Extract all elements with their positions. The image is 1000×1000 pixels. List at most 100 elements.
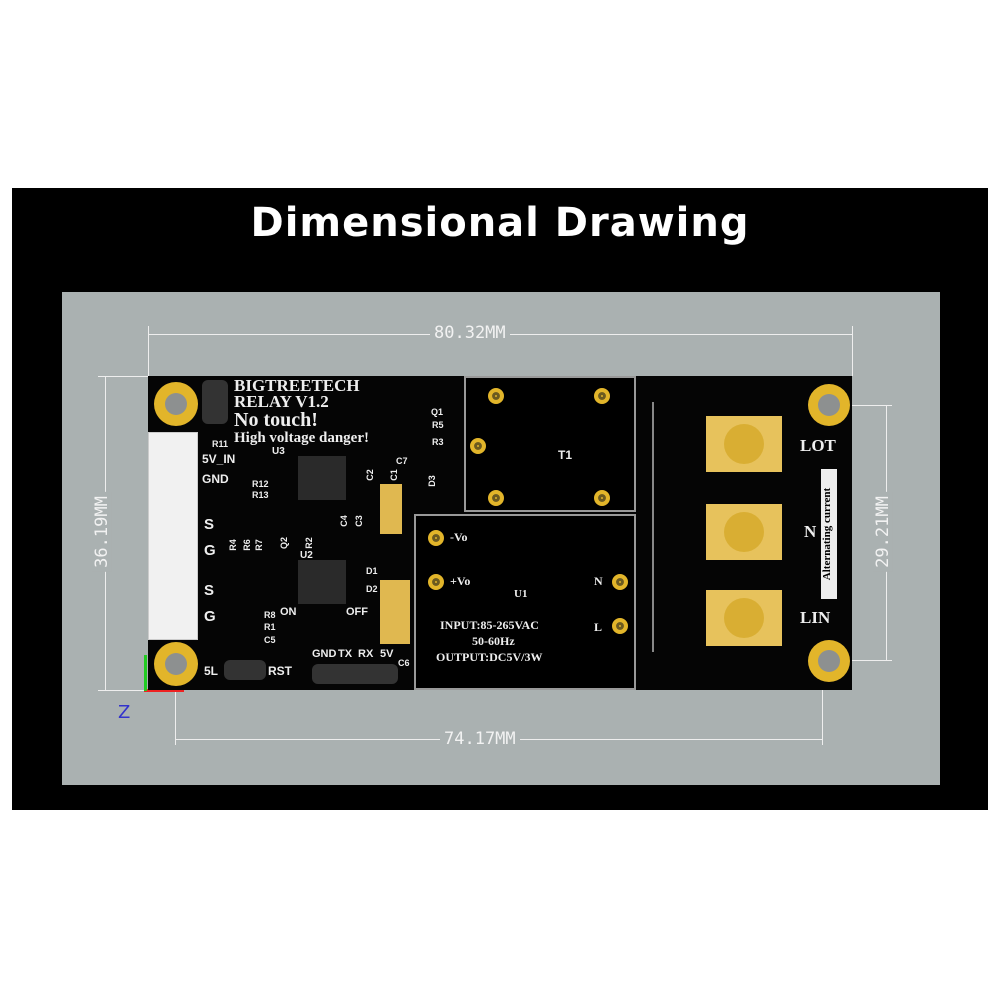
ref-label-c7: C7 (396, 456, 408, 466)
ref-label-q1: Q1 (431, 407, 444, 417)
ref-label: T1 (558, 448, 573, 462)
pin (488, 388, 504, 404)
width-dim-label: 80.32MM (430, 323, 510, 343)
ref-label-d2: D2 (366, 584, 378, 594)
ref-label-r13: R13 (252, 490, 269, 500)
mounting-slot (808, 384, 850, 426)
psu-output-text: OUTPUT:DC5V/3W (436, 650, 543, 664)
pin-label: 5V (380, 648, 394, 660)
dim-ext (98, 376, 148, 377)
diode-d3 (380, 484, 402, 534)
psu-module-u1: -Vo +Vo U1 N L INPUT:85-265VAC 50-60Hz O… (414, 514, 636, 690)
pin (612, 618, 628, 634)
jst-connector (148, 432, 198, 640)
danger-text: High voltage danger! (234, 430, 369, 446)
dim-ext (822, 690, 823, 745)
z-axis-label: Z (118, 702, 131, 723)
ref-label-r11: R11 (212, 439, 229, 449)
ref-label-r6: R6 (241, 539, 252, 551)
ref-label-c6: C6 (398, 658, 410, 668)
ref-label-r1: R1 (264, 622, 276, 632)
ref-label-r5: R5 (432, 420, 444, 430)
terminal-n (706, 504, 782, 560)
dim-ext (148, 326, 149, 376)
dim-ext (175, 690, 176, 745)
pin (428, 574, 444, 590)
transformer-t1: T1 (464, 376, 636, 512)
pin (470, 438, 486, 454)
page-title: Dimensional Drawing (250, 200, 750, 246)
pin (594, 388, 610, 404)
terminal-label: LOT (800, 436, 836, 455)
jumper-header (202, 380, 228, 424)
ref-label-r12: R12 (252, 479, 269, 489)
dim-ext (98, 690, 148, 691)
ic-u3 (298, 456, 346, 500)
pin-label: +Vo (450, 574, 471, 588)
pcb-board: BIGTREETECH RELAY V1.2 No touch! High vo… (148, 376, 852, 690)
ref-label-c1: C1 (388, 469, 399, 481)
ref-label-r2: R2 (303, 537, 314, 549)
mounting-slot (808, 640, 850, 682)
pin-label: GND (312, 648, 337, 660)
pin-label: 5V_IN (202, 452, 236, 466)
terminal-divider (652, 402, 654, 652)
rst-header (224, 660, 266, 680)
ref-label-d1: D1 (366, 566, 378, 576)
x-axis-icon (144, 689, 184, 692)
pin-label: G (204, 542, 216, 559)
height-dim-label: 36.19MM (91, 492, 112, 572)
ic-u2 (298, 560, 346, 604)
terminal-label: LIN (800, 608, 831, 627)
ref-label-r3: R3 (432, 437, 444, 447)
hole-horizontal-dim-label: 74.17MM (440, 729, 520, 749)
psu-input-text: INPUT:85-265VAC (440, 618, 539, 632)
pin (428, 530, 444, 546)
mounting-hole (154, 642, 198, 686)
dim-ext (852, 326, 853, 376)
pin-label: RST (268, 664, 292, 678)
ref-label-r4: R4 (227, 539, 238, 551)
hole-vertical-dim-label: 29.21MM (872, 492, 893, 572)
ref-label-c5: C5 (264, 635, 276, 645)
pin (488, 490, 504, 506)
pin-label: GND (202, 472, 229, 486)
pin-label: S (204, 516, 215, 533)
pin-label: TX (338, 648, 353, 660)
ref-label: U1 (514, 588, 528, 600)
ref-label-r7: R7 (253, 539, 264, 551)
mounting-hole (154, 382, 198, 426)
dim-ext (852, 660, 892, 661)
ref-label: U2 (300, 550, 313, 561)
uart-header (312, 664, 398, 684)
terminal-lot (706, 416, 782, 472)
ref-label-r8: R8 (264, 610, 276, 620)
pin-label: -Vo (450, 530, 468, 544)
pin-label: 5L (204, 664, 219, 678)
pin-label: RX (358, 648, 374, 660)
model-text: RELAY V1.2 (234, 392, 329, 411)
pin-label: N (594, 574, 603, 588)
pin (612, 574, 628, 590)
led-label: OFF (346, 606, 368, 618)
ref-label-c3: C3 (353, 515, 364, 527)
diode-d2 (380, 580, 410, 644)
ref-label: U3 (272, 446, 285, 457)
pin-label: L (594, 620, 603, 634)
terminal-label: N (804, 522, 817, 541)
pin-label: G (204, 608, 216, 625)
y-axis-icon (144, 655, 147, 691)
pin-label: S (204, 582, 215, 599)
dim-ext (852, 405, 892, 406)
ref-label-d3: D3 (426, 475, 437, 487)
pin (594, 490, 610, 506)
warning-text: No touch! (234, 409, 318, 431)
terminal-lin (706, 590, 782, 646)
ac-label: Alternating current (821, 469, 837, 599)
ref-label-c4: C4 (338, 515, 349, 527)
led-label: ON (280, 606, 297, 618)
ref-label-q2: Q2 (279, 536, 290, 550)
ref-label-c2: C2 (364, 469, 375, 481)
brand-text: BIGTREETECH (234, 376, 360, 395)
psu-freq-text: 50-60Hz (472, 634, 515, 648)
